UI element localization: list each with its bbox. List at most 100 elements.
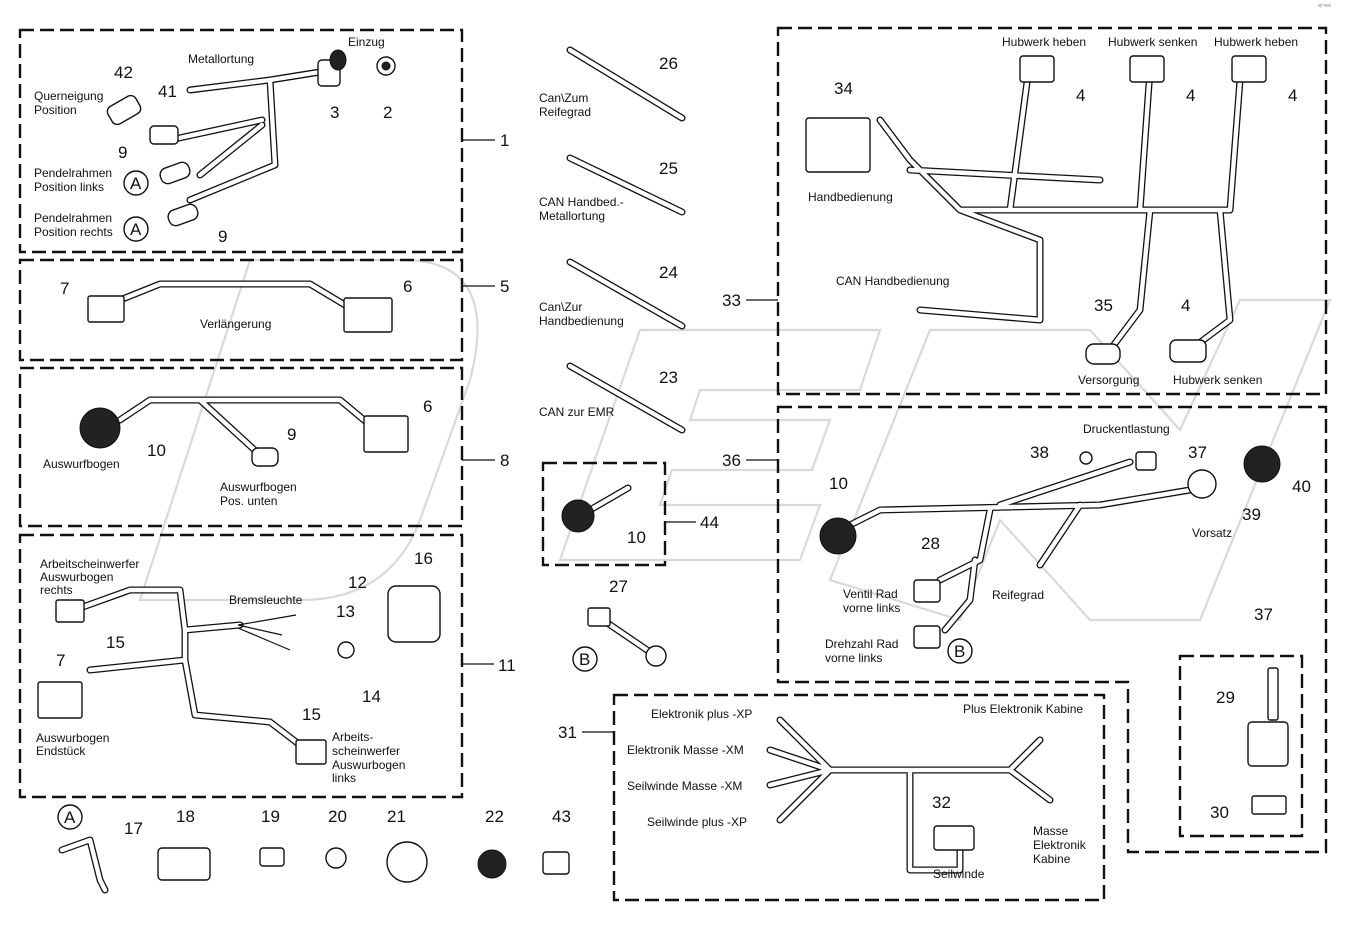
watermark	[138, 258, 1332, 622]
label-ventil-2: vorne links	[843, 601, 900, 615]
part-number-17: 17	[124, 819, 143, 838]
marker-b-circle-2	[947, 638, 973, 664]
marker-b-circle-1	[572, 646, 598, 672]
part-number-20: 20	[328, 807, 347, 826]
marker-b-2: B	[954, 642, 965, 661]
connector-6	[343, 297, 393, 333]
connector-7	[87, 295, 125, 323]
label-sw-masse: Seilwinde Masse -XM	[627, 779, 742, 793]
part-number-10: 10	[627, 528, 646, 547]
part-number-36: 36	[722, 451, 741, 470]
part-number-37: 37	[1254, 605, 1273, 624]
group-1-harness	[106, 49, 396, 227]
part-number-3: 3	[330, 103, 339, 122]
part-number-7: 7	[60, 279, 69, 298]
connector-9a	[159, 161, 191, 185]
part-number-30: 30	[1210, 803, 1229, 822]
part-number-42: 42	[114, 63, 133, 82]
label-pendel-rechts-1: Pendelrahmen	[34, 211, 112, 225]
relay-32	[933, 825, 975, 851]
connector-15b	[295, 739, 327, 765]
label-el-masse: Elektronik Masse -XM	[627, 743, 744, 757]
group-box-31	[612, 693, 1106, 902]
label-metallortung: Metallortung	[188, 52, 254, 66]
label-auswurfbogen: Auswurfbogen	[43, 457, 120, 471]
part-number-39: 39	[1242, 505, 1261, 524]
label-pendel-rechts-2: Position rechts	[34, 225, 113, 239]
connector-10	[819, 517, 857, 555]
marker-a-circle-3	[57, 804, 83, 830]
part-number-38: 38	[1030, 443, 1049, 462]
label-aw-links-4: links	[332, 771, 356, 785]
label-masse-kab-3: Kabine	[1033, 852, 1071, 866]
connector-35	[1085, 343, 1121, 365]
connector-4a	[1019, 55, 1055, 83]
part-number-24: 24	[659, 263, 678, 282]
group-33-harness	[805, 55, 1267, 365]
part-number-10: 10	[829, 474, 848, 493]
label-masse-kab-2: Elektronik	[1033, 838, 1087, 852]
corner-mark: ᵉᵖ ᵉᵉᵉ	[1318, 4, 1332, 10]
part-number-43: 43	[552, 807, 571, 826]
can-cables	[566, 46, 686, 434]
label-drehzahl-2: vorne links	[825, 651, 882, 665]
control-unit-34	[805, 117, 871, 173]
part-number-18: 18	[176, 807, 195, 826]
label-verlaengerung: Verlängerung	[200, 317, 271, 331]
part-number-4: 4	[1186, 86, 1195, 105]
marker-a-2: A	[130, 220, 142, 239]
cap-40	[1243, 445, 1281, 483]
sensor-27	[587, 607, 667, 667]
label-handbedienung: Handbedienung	[808, 190, 893, 204]
label-aw-links-3: Auswurbogen	[332, 758, 405, 772]
label-querneigung-1: Querneigung	[34, 89, 103, 103]
label-querneigung-2: Position	[34, 103, 77, 117]
group-box-36	[776, 405, 1328, 854]
label-can-zur-1: Can\Zur	[539, 300, 582, 314]
part-number-16: 16	[414, 549, 433, 568]
part-number-26: 26	[659, 54, 678, 73]
part-number-10: 10	[147, 441, 166, 460]
label-bremsleuchte: Bremsleuchte	[229, 593, 303, 607]
part-number-4: 4	[1181, 296, 1190, 315]
marker-a-circle-1	[123, 170, 149, 196]
group-box-1	[18, 28, 464, 254]
part-number-22: 22	[485, 807, 504, 826]
part-number-35: 35	[1094, 296, 1113, 315]
label-seilwinde: Seilwinde	[933, 867, 985, 881]
part-number-41: 41	[158, 82, 177, 101]
label-vorsatz: Vorsatz	[1192, 526, 1232, 540]
group-box-5	[18, 258, 464, 362]
label-einzug: Einzug	[348, 35, 385, 49]
label-ventil-1: Ventil Rad	[843, 587, 898, 601]
part-number-12: 12	[348, 573, 367, 592]
label-auswurf-unten-2: Pos. unten	[220, 494, 277, 508]
part-number-44: 44	[700, 513, 719, 532]
part-number-9: 9	[218, 227, 227, 246]
group-37-valve	[1247, 667, 1289, 815]
label-can-reife-2: Reifegrad	[539, 105, 591, 119]
label-pendel-links-1: Pendelrahmen	[34, 166, 112, 180]
label-auswurf-unten-1: Auswurfbogen	[220, 480, 297, 494]
group-box-33	[776, 26, 1328, 396]
part-number-32: 32	[932, 793, 951, 812]
group-11-harness	[37, 585, 441, 765]
connector-4d	[1169, 339, 1207, 363]
part-number-4: 4	[1076, 86, 1085, 105]
part-number-6: 6	[403, 277, 412, 296]
part-number-2: 2	[383, 103, 392, 122]
group-box-44	[541, 461, 667, 567]
group-box-11	[18, 533, 464, 799]
connector-10	[79, 407, 121, 449]
connector-6	[363, 415, 409, 453]
marker-a-circle-2	[123, 216, 149, 242]
label-hub-senken-1: Hubwerk senken	[1108, 35, 1197, 49]
part-number-19: 19	[261, 807, 280, 826]
label-can-handbedienung: CAN Handbedienung	[836, 274, 949, 288]
connector-15a	[55, 599, 85, 623]
label-endstueck-1: Auswurbogen	[36, 731, 109, 745]
part-number-33: 33	[722, 291, 741, 310]
part-number-25: 25	[659, 159, 678, 178]
part-number-14: 14	[362, 687, 381, 706]
